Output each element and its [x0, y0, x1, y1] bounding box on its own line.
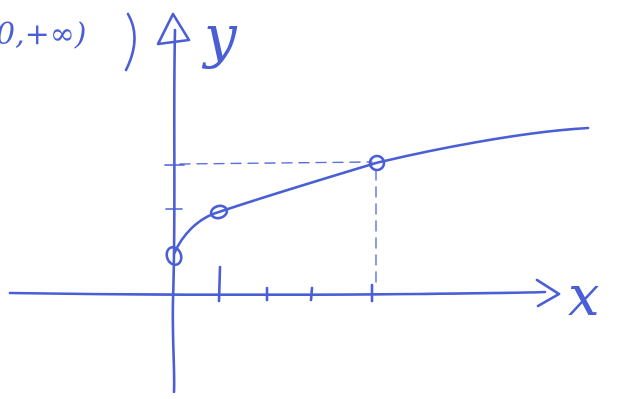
- function-curve: [172, 126, 590, 256]
- y-axis-line: [171, 28, 177, 394]
- x-axis-arrow-icon: [535, 278, 561, 308]
- y-ticks: [164, 164, 185, 210]
- point-y-intercept: [165, 245, 183, 267]
- point-fourth-tick: [368, 154, 386, 172]
- x-axis-line: [8, 290, 547, 296]
- y-axis-arrow-icon: [156, 12, 191, 46]
- domain-label: 0,+∞): [0, 17, 86, 52]
- point-first-tick: [209, 204, 229, 220]
- x-axis-label: x: [568, 264, 600, 329]
- x-ticks: [217, 265, 374, 303]
- horizontal-guide-line: [179, 161, 373, 165]
- x-tick-3: [309, 286, 314, 302]
- marked-points: [165, 154, 386, 267]
- y-axis-label: y: [201, 2, 238, 70]
- x-tick-1: [217, 265, 222, 303]
- domain-closing-paren: [124, 12, 136, 72]
